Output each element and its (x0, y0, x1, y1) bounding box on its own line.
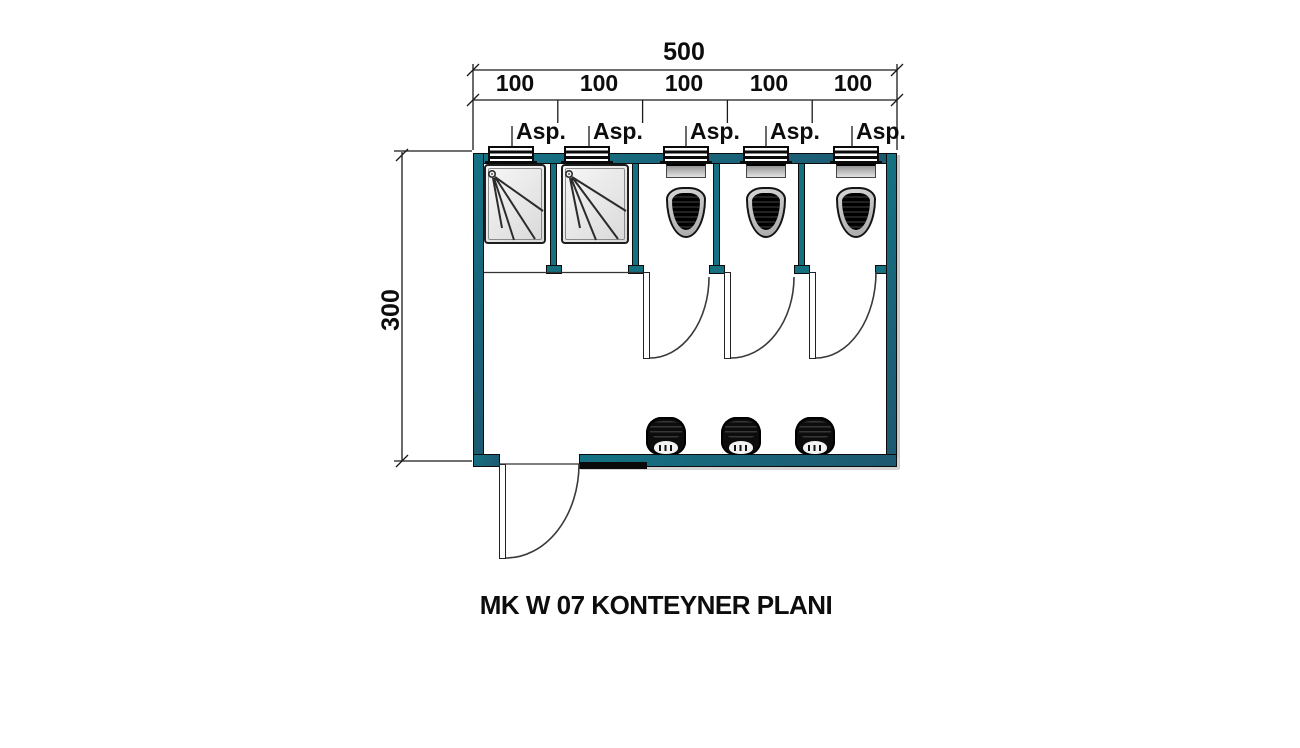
door-leaf-wc2 (724, 272, 731, 359)
dim-extension-lines (394, 150, 472, 462)
door-swing-arc (649, 276, 710, 359)
partition-foot (628, 265, 644, 274)
sink-icon (795, 417, 835, 455)
dimension-bay-label: 100 (579, 70, 619, 96)
aspirator-vent-icon (660, 146, 712, 164)
partition-shower1-shower2 (550, 163, 557, 266)
aspirator-vent-icon (830, 146, 882, 164)
sink-icon (646, 417, 686, 455)
partition-foot (794, 265, 810, 274)
dimension-height-label: 300 (377, 289, 405, 331)
entrance-step (579, 462, 647, 469)
shower-tray (565, 168, 625, 240)
sink-texture (799, 421, 831, 439)
aspirator-vent-icon (740, 146, 792, 164)
toilet-icon (836, 187, 876, 238)
wall-left (473, 153, 484, 467)
toilet-icon (746, 187, 786, 238)
sink-texture (725, 421, 757, 439)
dimension-total-width-label: 500 (663, 38, 705, 66)
aspirator-label: Asp. (593, 118, 643, 144)
sink-drain (654, 441, 678, 454)
aspirator-vent-icon (485, 146, 537, 164)
wall-stub-right (875, 265, 887, 274)
aspirator-label: Asp. (856, 118, 906, 144)
sink-drain (729, 441, 753, 454)
aspirator-label: Asp. (516, 118, 566, 144)
door-swing-arc (815, 271, 877, 359)
dimension-bay-label: 100 (749, 70, 789, 96)
partition-shower2-wc1 (632, 163, 639, 266)
cistern-icon (666, 164, 706, 178)
sink-drain (803, 441, 827, 454)
door-swing-arc (730, 276, 795, 359)
partition-wc1-wc2 (713, 163, 720, 266)
wall-bottom-left-stub (473, 454, 500, 467)
shower-tray (488, 168, 542, 240)
sink-icon (721, 417, 761, 455)
dimension-bay-label: 100 (664, 70, 704, 96)
aspirator-vent-icon (561, 146, 613, 164)
partition-foot (709, 265, 725, 274)
dimension-bay-label: 100 (495, 70, 535, 96)
shower-stall-icon (484, 164, 546, 244)
door-leaf-entrance (499, 464, 506, 559)
door-leaf-wc1 (643, 272, 650, 359)
partition-wc2-wc3 (798, 163, 805, 266)
toilet-icon (666, 187, 706, 238)
aspirator-label: Asp. (770, 118, 820, 144)
partition-foot (546, 265, 562, 274)
plan-title: MK W 07 KONTEYNER PLANI (479, 590, 833, 620)
shower-stall-icon (561, 164, 629, 244)
dimension-bay-label: 100 (833, 70, 873, 96)
wall-right (886, 153, 897, 467)
cistern-icon (746, 164, 786, 178)
sink-texture (650, 421, 682, 439)
door-swing-arc (505, 463, 580, 559)
door-leaf-wc3 (809, 272, 816, 359)
cistern-icon (836, 164, 876, 178)
aspirator-label: Asp. (690, 118, 740, 144)
